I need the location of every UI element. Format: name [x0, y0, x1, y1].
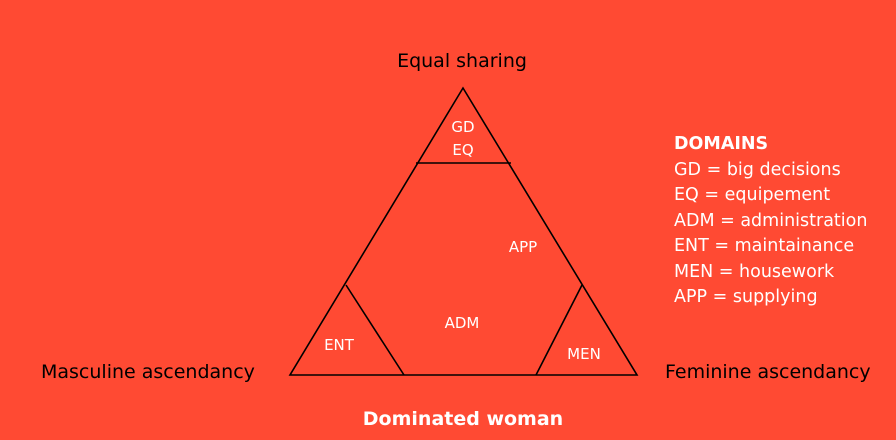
legend-item: MEN = housework: [674, 261, 835, 282]
domains-legend: DOMAINS GD = big decisions EQ = equipeme…: [674, 132, 867, 311]
top-axis-label: Equal sharing: [397, 50, 527, 72]
outer-triangle: [288, 86, 639, 376]
legend-item: GD = big decisions: [674, 159, 841, 180]
left-corner-divider: [345, 284, 405, 376]
right-axis-label: Feminine ascendancy: [665, 361, 871, 383]
legend-item: ENT = maintainance: [674, 236, 855, 256]
right-corner-divider: [535, 284, 583, 376]
legend-item: APP = supplying: [674, 287, 818, 307]
zone-left-ent: ENT: [324, 336, 354, 354]
legend-item: EQ = equipement: [674, 185, 831, 205]
zone-top-eq: EQ: [452, 141, 474, 159]
legend-title: DOMAINS: [674, 134, 769, 154]
bottom-axis-label: Dominated woman: [362, 408, 564, 430]
legend-item: ADM = administration: [674, 210, 868, 231]
zone-right-men: MEN: [567, 345, 601, 363]
left-axis-label: Masculine ascendancy: [41, 361, 255, 383]
zone-center-adm: ADM: [444, 314, 480, 332]
zone-center-app: APP: [508, 238, 538, 256]
zone-top-gd: GD: [451, 118, 475, 136]
